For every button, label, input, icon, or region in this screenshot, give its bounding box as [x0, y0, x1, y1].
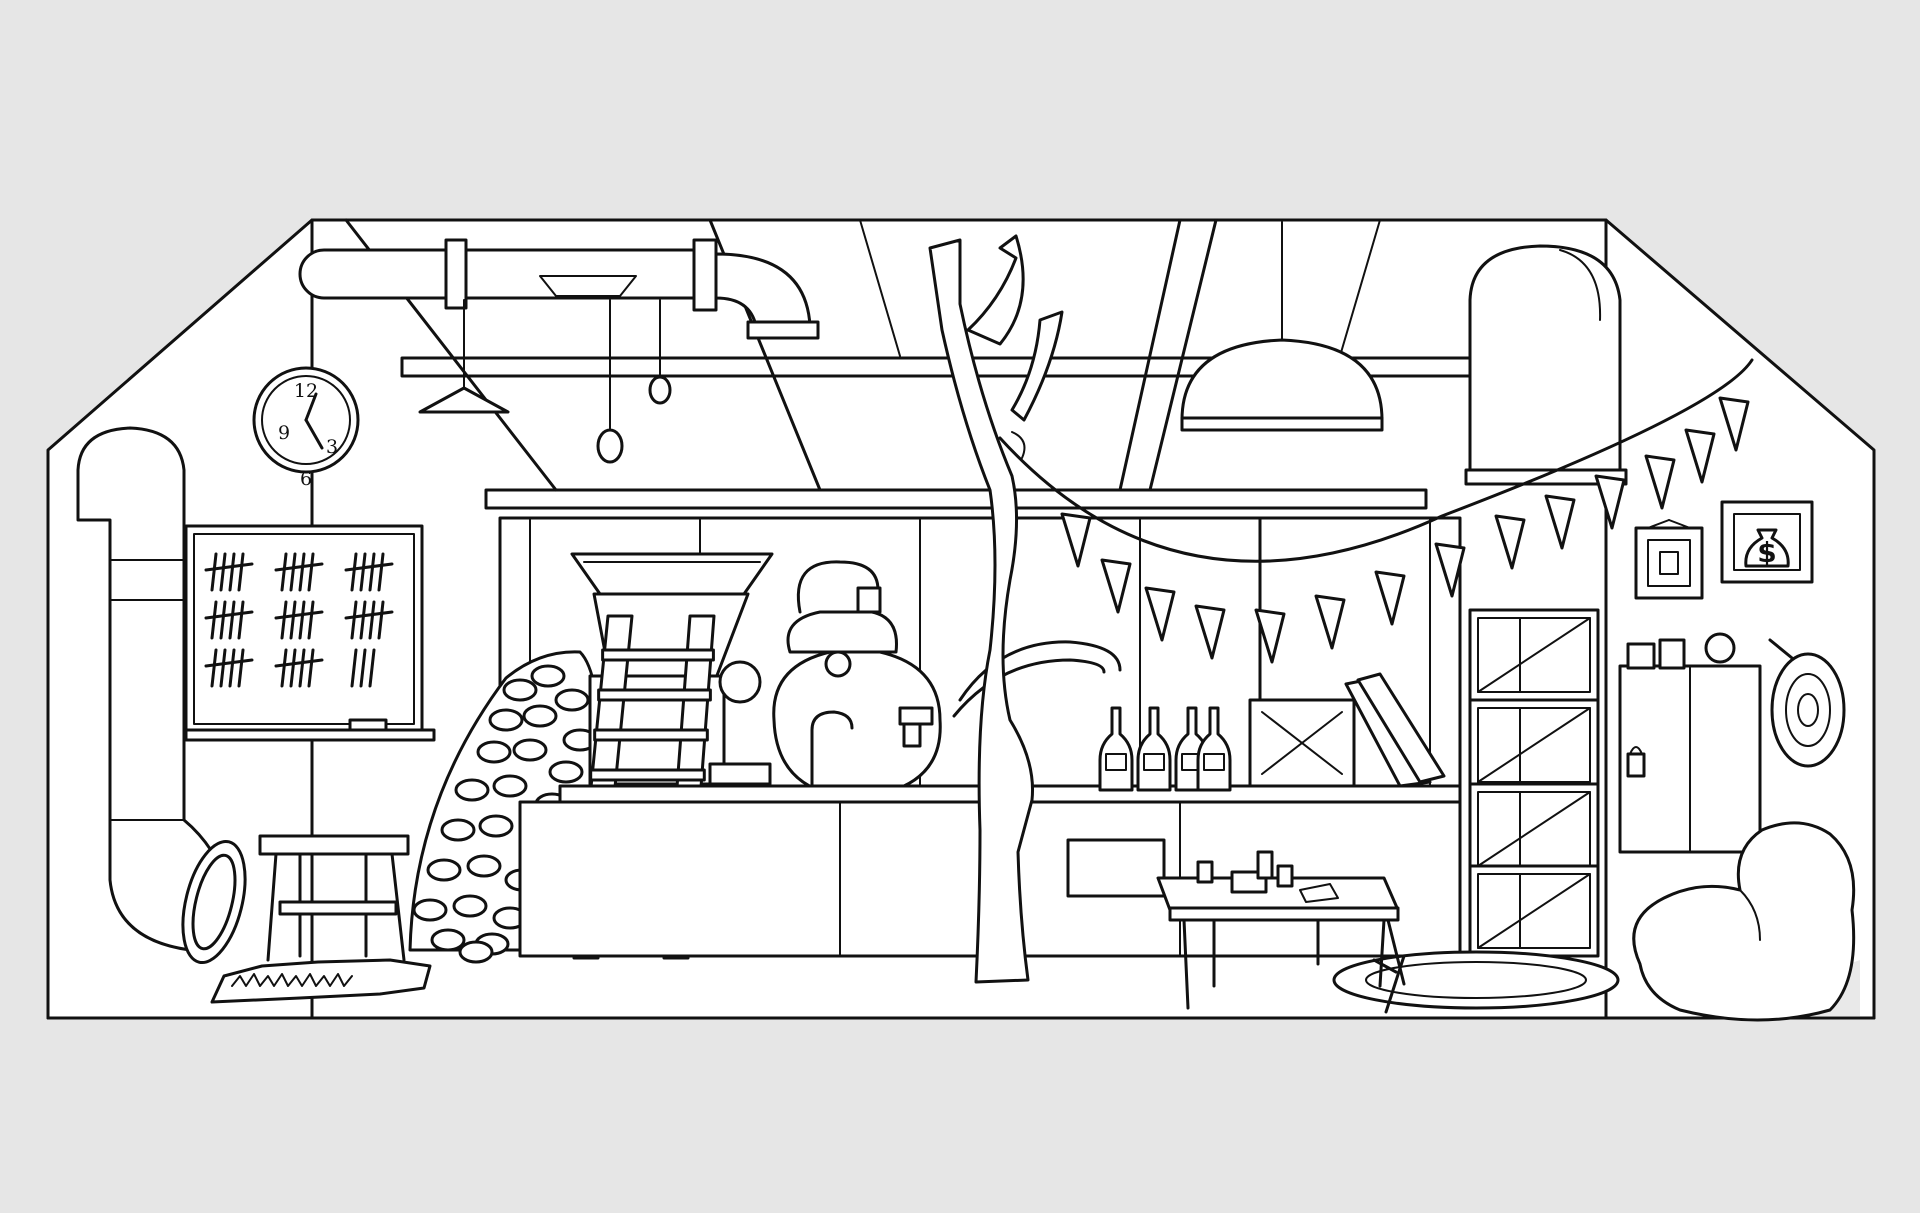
lemon	[452, 894, 488, 918]
bunting-flag	[1100, 558, 1132, 614]
ladder-rung	[597, 688, 712, 702]
money-bag-icon	[1744, 528, 1790, 568]
grass-patch	[210, 958, 432, 1004]
step-stool	[258, 834, 410, 962]
ladder-rung	[601, 648, 715, 662]
lemon	[530, 664, 566, 688]
bunting-flag	[1144, 586, 1176, 642]
counter-crates	[1248, 672, 1446, 788]
wooden-crate	[1468, 698, 1600, 792]
bunting-flag	[1434, 542, 1466, 598]
tally-group	[344, 600, 394, 640]
tally-marks	[204, 552, 394, 688]
money-bag-symbol: $	[1757, 536, 1776, 569]
bottle	[1136, 706, 1172, 792]
copper-still	[772, 560, 1122, 886]
tally-group	[350, 648, 376, 688]
bunting-flag	[1594, 474, 1626, 530]
lemon	[412, 898, 448, 922]
lemon	[512, 738, 548, 762]
bunting-flag	[1194, 604, 1226, 660]
lemon	[554, 688, 590, 712]
lemon	[454, 778, 490, 802]
chalkboard	[184, 524, 436, 742]
bunting-flag	[1254, 608, 1286, 664]
bean-bag	[1632, 821, 1860, 1022]
bunting-flag	[1060, 512, 1092, 568]
tally-group	[204, 600, 254, 640]
lemon	[492, 774, 528, 798]
hanging-lamps	[418, 221, 1384, 464]
clock-numeral-3: 3	[326, 436, 338, 458]
ceiling-beams	[344, 218, 1472, 510]
bottles	[1098, 706, 1232, 792]
low-table	[1156, 850, 1400, 1010]
tree-trunk	[928, 234, 1064, 984]
lemon	[426, 858, 462, 882]
lemon	[440, 818, 476, 842]
lemon	[488, 708, 524, 732]
wooden-crate	[1468, 608, 1600, 702]
bunting-flag	[1494, 514, 1526, 570]
clock-numeral-12: 12	[294, 380, 318, 402]
bunting-flag	[1644, 454, 1676, 510]
wall-frames: $	[1634, 500, 1814, 600]
wall-clock: 12 3 6 9	[252, 366, 360, 490]
crate-stack	[1468, 608, 1600, 958]
lemon	[548, 760, 584, 784]
bunting-flag	[1684, 428, 1716, 484]
right-duct	[1464, 244, 1628, 486]
ladder-rung	[593, 728, 709, 742]
clock-numeral-6: 6	[300, 468, 312, 490]
lemon	[522, 704, 558, 728]
tally-group	[344, 552, 394, 592]
wall-cabinet	[1618, 632, 1762, 854]
tally-group	[204, 648, 254, 688]
bottle	[1098, 706, 1134, 792]
floor-rug	[1332, 950, 1620, 1010]
bunting	[998, 358, 1754, 664]
tally-group	[274, 600, 324, 640]
wall-pipe	[76, 426, 247, 965]
bunting-flag	[1718, 396, 1750, 452]
lemon	[466, 854, 502, 878]
bottle	[1196, 706, 1232, 792]
wooden-crate	[1468, 864, 1600, 958]
clock-numeral-9: 9	[278, 422, 290, 444]
bunting-flag	[1314, 594, 1346, 650]
floor-sticks	[1372, 918, 1406, 1014]
lemon	[478, 814, 514, 838]
bunting-flag	[1374, 570, 1406, 626]
dartboard	[1768, 638, 1846, 768]
ladder-rung	[589, 768, 706, 782]
lemon	[458, 940, 494, 964]
lemon	[502, 678, 538, 702]
ceiling-pipe	[298, 238, 820, 340]
lemon	[430, 928, 466, 952]
tally-group	[274, 648, 324, 688]
wooden-crate	[1468, 782, 1600, 876]
tally-group	[204, 552, 254, 592]
tally-group	[274, 552, 324, 592]
lemon	[476, 740, 512, 764]
bunting-flag	[1544, 494, 1576, 550]
